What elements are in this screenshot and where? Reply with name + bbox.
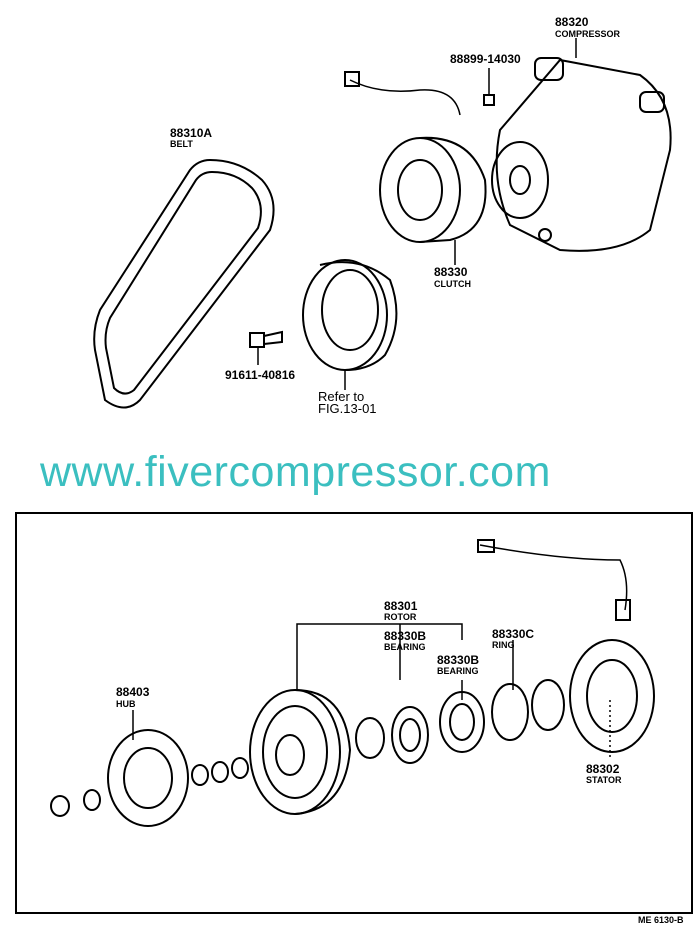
leader-lines <box>132 623 611 760</box>
bolt-drawing <box>249 330 283 365</box>
part-name-bearing-2: BEARING <box>437 666 479 676</box>
part-number-sensor: 88899-14030 <box>450 52 521 66</box>
part-name-hub: HUB <box>116 699 136 709</box>
reference-line2: FIG.13-01 <box>318 401 377 416</box>
part-name-rotor: ROTOR <box>384 612 417 622</box>
belt-drawing <box>93 158 275 409</box>
figure-code: ME 6130-B <box>638 915 684 925</box>
part-number-clutch: 88330 <box>434 265 468 279</box>
reference-line1: Refer to <box>318 389 365 404</box>
part-number-bolt: 91611-40816 <box>225 368 296 382</box>
part-number-ring: 88330C <box>492 627 535 641</box>
watermark-url: www.fivercompressor.com <box>40 448 551 496</box>
part-name-ring: RING <box>492 640 515 650</box>
part-number-belt: 88310A <box>170 126 213 140</box>
part-number-rotor: 88301 <box>384 599 418 613</box>
exploded-clutch-drawing <box>50 539 655 827</box>
pulley-drawing <box>302 259 398 390</box>
part-name-stator: STATOR <box>586 775 622 785</box>
part-number-bearing-2: 88330B <box>437 653 480 667</box>
part-name-belt: BELT <box>170 139 193 149</box>
part-number-compressor: 88320 <box>555 15 589 29</box>
part-name-compressor: COMPRESSOR <box>555 29 621 39</box>
part-number-hub: 88403 <box>116 685 150 699</box>
part-name-bearing-1: BEARING <box>384 642 426 652</box>
part-number-stator: 88302 <box>586 762 620 776</box>
part-name-clutch: CLUTCH <box>434 279 471 289</box>
compressor-drawing <box>483 38 672 252</box>
part-number-bearing-1: 88330B <box>384 629 427 643</box>
clutch-drawing <box>344 71 487 265</box>
